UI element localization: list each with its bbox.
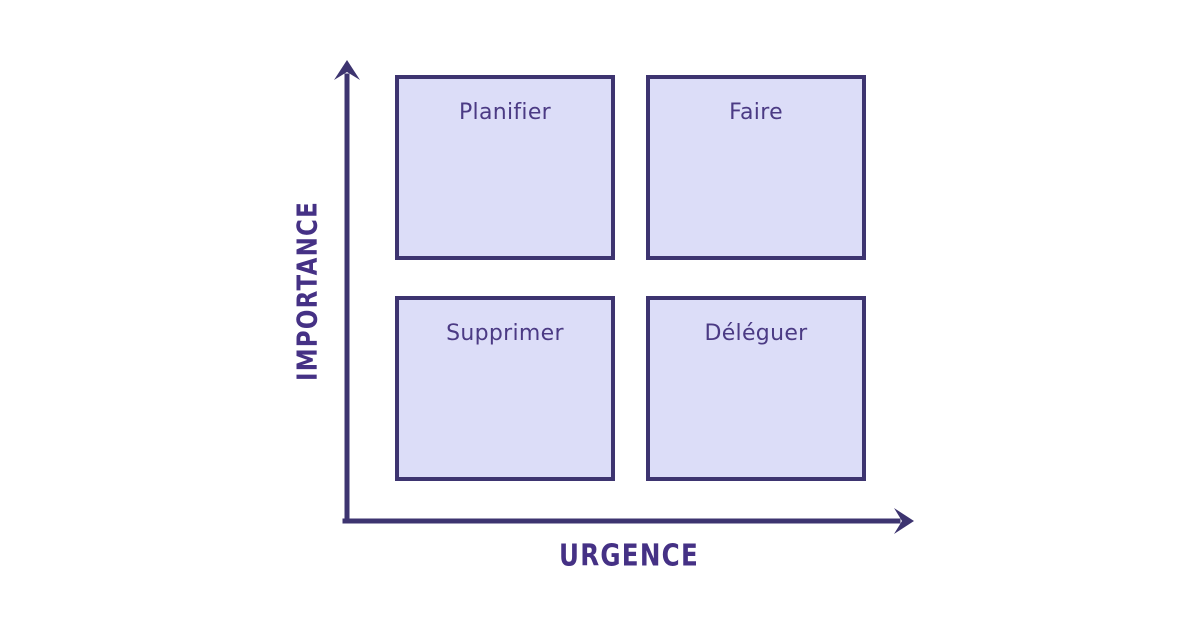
- quadrant-label-faire: Faire: [729, 100, 783, 125]
- quadrant-label-planifier: Planifier: [458, 100, 552, 125]
- quadrant-bottom-left: Supprimer: [395, 296, 615, 481]
- y-axis-label: IMPORTANCE: [290, 200, 324, 382]
- quadrant-label-deleguer: Déléguer: [704, 321, 808, 346]
- quadrant-label-supprimer: Supprimer: [446, 321, 564, 346]
- y-axis-arrowhead: [334, 60, 360, 80]
- quadrant-top-right: Faire: [646, 75, 866, 260]
- x-axis-arrowhead: [894, 508, 914, 534]
- x-axis-label: URGENCE: [559, 538, 699, 574]
- quadrant-bottom-right: Déléguer: [646, 296, 866, 481]
- quadrant-top-left: Planifier: [395, 75, 615, 260]
